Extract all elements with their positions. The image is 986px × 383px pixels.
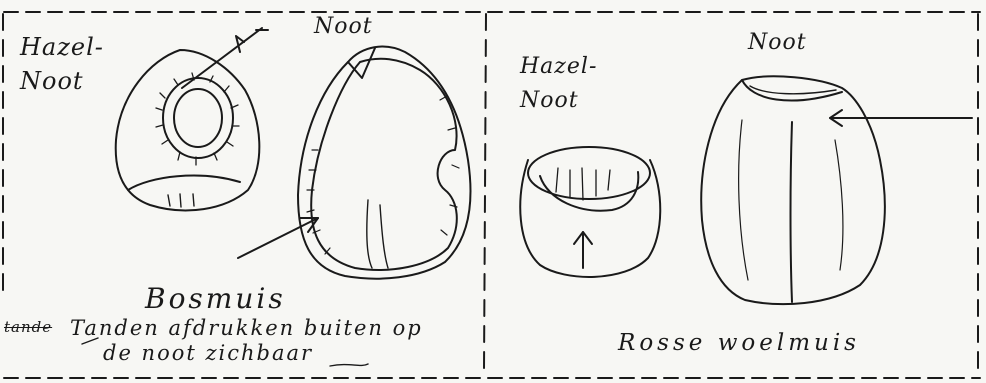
caption-line-1: Tanden afdrukken buiten op bbox=[70, 316, 423, 340]
left-hazelnut-label: Hazel- Noot bbox=[20, 30, 104, 98]
right-hazelnut bbox=[520, 147, 660, 277]
right-hazelnut-label: Hazel- Noot bbox=[520, 50, 597, 118]
rosse-woelmuis-title: Rosse woelmuis bbox=[618, 330, 860, 356]
struck-word: tande bbox=[4, 318, 52, 336]
left-nut-arrow bbox=[238, 218, 318, 258]
left-nut-shell bbox=[238, 47, 470, 279]
caption-line-2: de noot zichbaar bbox=[103, 341, 313, 365]
left-noot-label: Noot bbox=[314, 14, 373, 39]
frame-divider bbox=[484, 14, 486, 370]
right-nut bbox=[701, 76, 972, 304]
bosmuis-title: Bosmuis bbox=[145, 282, 286, 315]
left-hazelnut bbox=[116, 28, 268, 210]
right-noot-label: Noot bbox=[748, 30, 807, 55]
left-hazel-arrow bbox=[182, 28, 262, 88]
